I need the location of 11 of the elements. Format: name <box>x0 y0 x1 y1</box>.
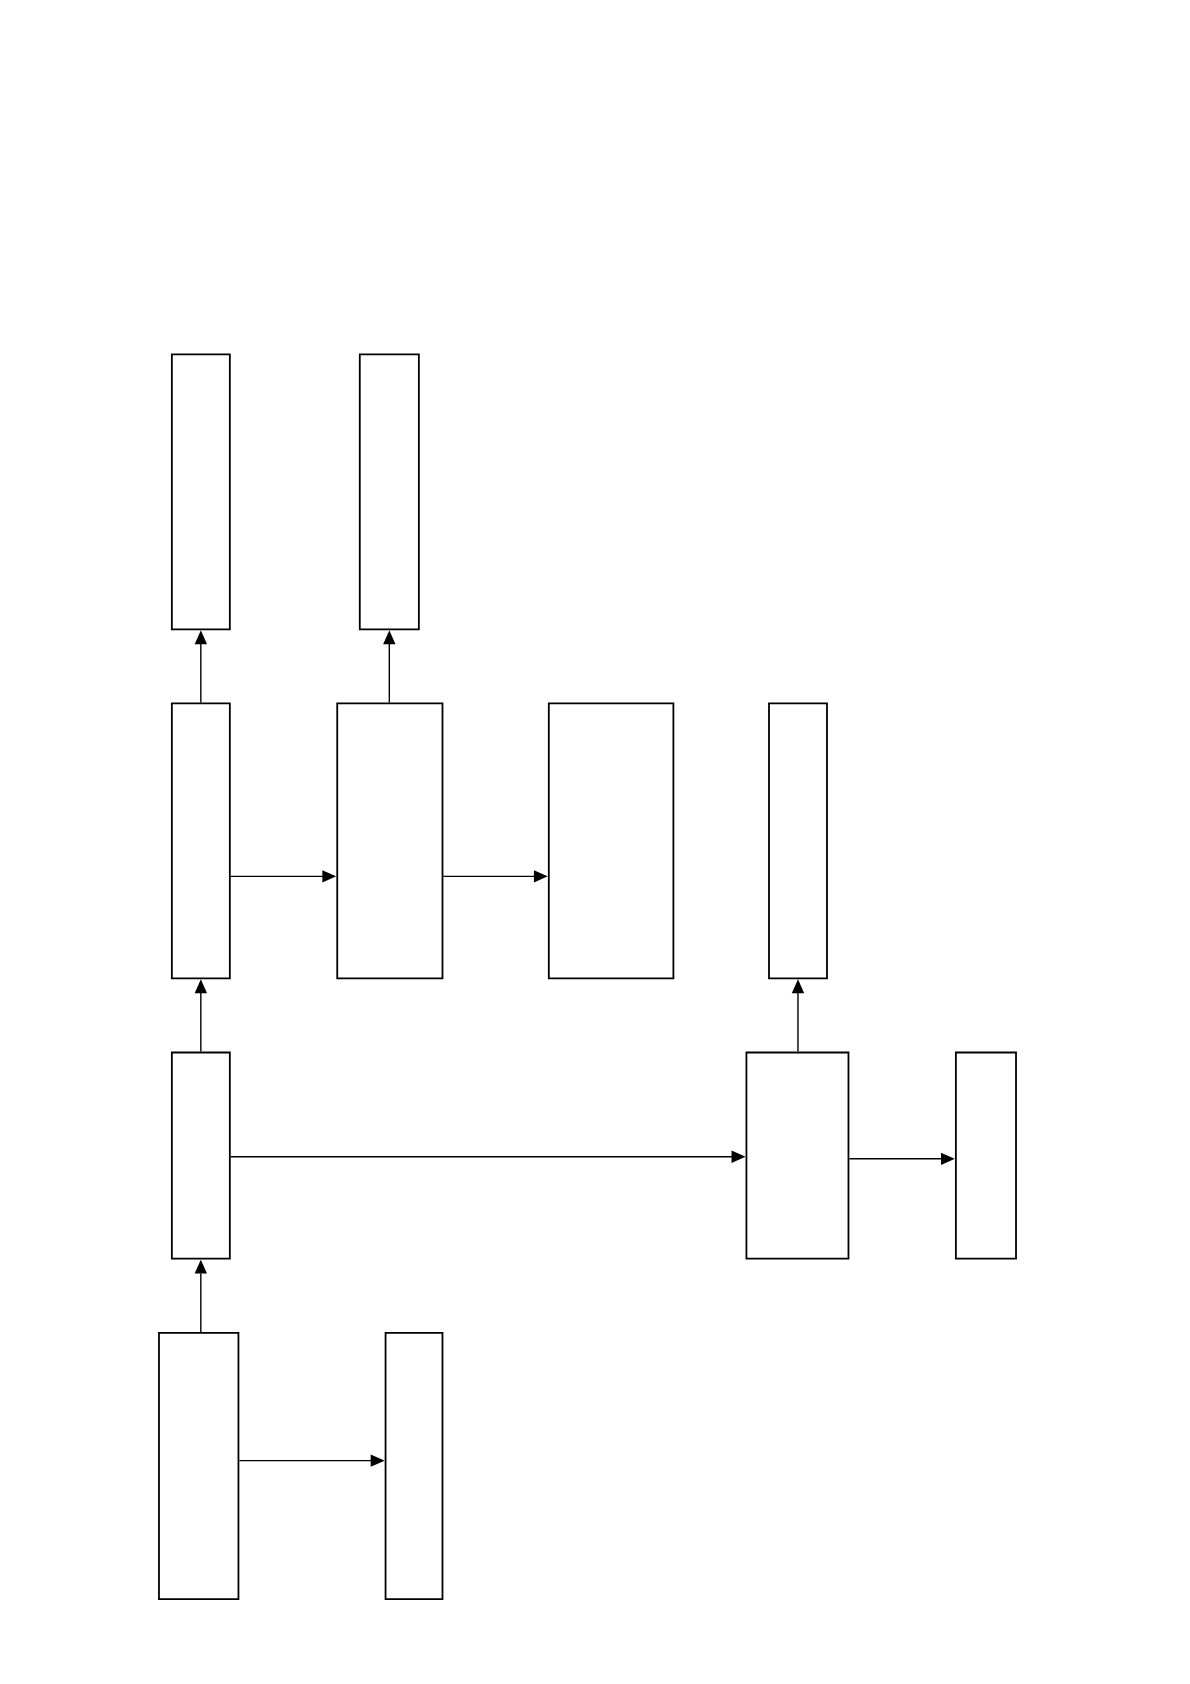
process-box <box>170 353 231 631</box>
process-box <box>336 702 444 980</box>
process-box <box>745 1051 850 1260</box>
process-box <box>170 1051 231 1260</box>
process-box <box>547 702 675 980</box>
process-box <box>955 1051 1017 1260</box>
process-box <box>768 702 828 980</box>
process-box <box>158 1331 240 1601</box>
process-box <box>384 1331 444 1601</box>
process-box <box>358 353 420 631</box>
process-box <box>170 702 231 980</box>
